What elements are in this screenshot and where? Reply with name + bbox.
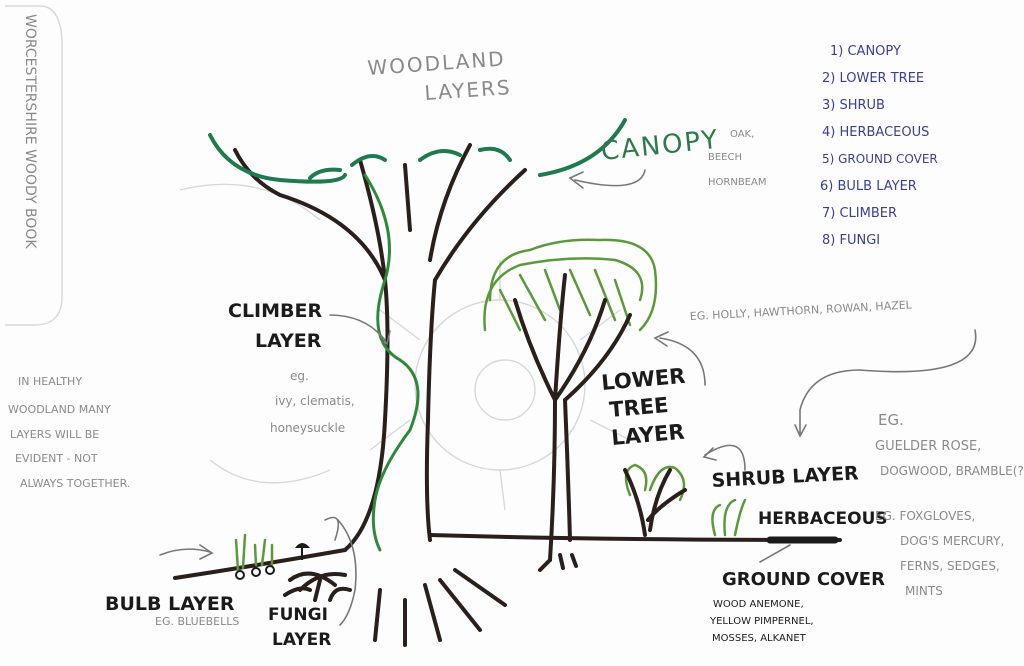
canopy-arrow (574, 169, 646, 187)
ground-cover-example: YELLOW PIMPERNEL, (709, 616, 814, 627)
ground-cover-arrow (759, 544, 791, 563)
fungi-label: FUNGI (268, 605, 328, 625)
canopy-example: OAK, (730, 129, 754, 140)
title-line-2: LAYERS (424, 75, 513, 105)
climber-label: LAYER (255, 330, 322, 352)
climber-example: ivy, clematis, (275, 394, 355, 408)
herbaceous-plant (711, 498, 747, 537)
bulb-plants (234, 533, 275, 580)
lower-tree-arrow (659, 337, 706, 386)
title-line-1: WOODLAND (367, 46, 507, 80)
note-line: ALWAYS TOGETHER. (20, 477, 130, 490)
legend-item: 1) CANOPY (830, 44, 901, 59)
legend-item: 5) GROUND COVER (822, 152, 938, 166)
health-note: IN HEALTHY WOODLAND MANY LAYERS WILL BE … (8, 375, 130, 490)
fungi-label: LAYER (272, 630, 331, 650)
shrub (623, 463, 687, 537)
canopy-example: BEECH (708, 152, 742, 163)
bulb-arrow (159, 548, 211, 556)
bulb-example: eg. BLUEBELLS (155, 615, 239, 628)
fungi-arrow (324, 516, 340, 541)
lower-tree-label: LOWER (600, 364, 686, 395)
legend-item: 6) BULB LAYER (820, 179, 917, 194)
herbaceous-label: HERBACEOUS (758, 509, 888, 529)
fungi-mycelium (283, 543, 352, 602)
ground-cover-example: WOOD ANEMONE, (713, 599, 804, 610)
canopy-example: HORNBEAM (708, 177, 766, 188)
note-line: IN HEALTHY (18, 375, 82, 388)
climber-example: eg. (290, 369, 309, 383)
climber-label: CLIMBER (228, 300, 322, 322)
shrub-arrow (704, 444, 746, 471)
lower-tree-label: TREE (608, 393, 669, 422)
side-label-frame (5, 5, 63, 326)
ground-cover-label: GROUND COVER (722, 569, 885, 590)
legend-item: 2) LOWER TREE (822, 71, 924, 86)
arrow-head-icon (199, 544, 214, 560)
shrub-example: eg. (878, 411, 904, 429)
legend-item: 7) CLIMBER (822, 206, 897, 221)
arrow-head-icon (702, 447, 717, 461)
lower-tree (483, 238, 658, 572)
herbaceous-example: eg. foxgloves, (875, 509, 975, 523)
legend-item: 4) HERBACEOUS (822, 125, 929, 140)
note-line: EVIDENT - NOT (15, 452, 98, 465)
faint-pencil-sketch (179, 183, 631, 511)
legend-item: 8) FUNGI (822, 233, 880, 248)
shrub-example: GUELDER ROSE, (875, 439, 981, 454)
legend-list: 1) CANOPY 2) LOWER TREE 3) SHRUB 4) HERB… (820, 44, 938, 248)
herbaceous-example: ferns, sedges, (900, 559, 1000, 573)
side-label: WORCESTERSHIRE WOODY BOOK (22, 14, 38, 249)
climber-example: honeysuckle (270, 421, 345, 435)
note-line: WOODLAND MANY (8, 403, 111, 416)
arrow-head-icon (568, 171, 584, 189)
lower-tree-examples: eg. HOLLY, HAWTHORN, ROWAN, HAZEL (689, 298, 912, 323)
legend-item: 3) SHRUB (822, 98, 885, 113)
arrow-head-icon (794, 424, 807, 438)
bulb-label: BULB LAYER (105, 593, 235, 615)
herbaceous-example: dog's mercury, (900, 534, 1004, 548)
herbaceous-example: mints (905, 584, 943, 598)
lower-tree-label: LAYER (610, 420, 685, 450)
fungi-pointer-line (337, 519, 357, 626)
shrub-example: Dogwood, Bramble(?) (880, 464, 1024, 478)
note-line: LAYERS WILL BE (10, 428, 99, 441)
shrub-label: SHRUB LAYER (711, 462, 859, 492)
shrub-pointer-line (799, 329, 977, 436)
canopy-tree (208, 118, 627, 647)
ground-cover-example: MOSSES, ALKANET (712, 633, 807, 644)
arrow-head-icon (653, 331, 669, 347)
arrow-head-icon (377, 330, 391, 346)
